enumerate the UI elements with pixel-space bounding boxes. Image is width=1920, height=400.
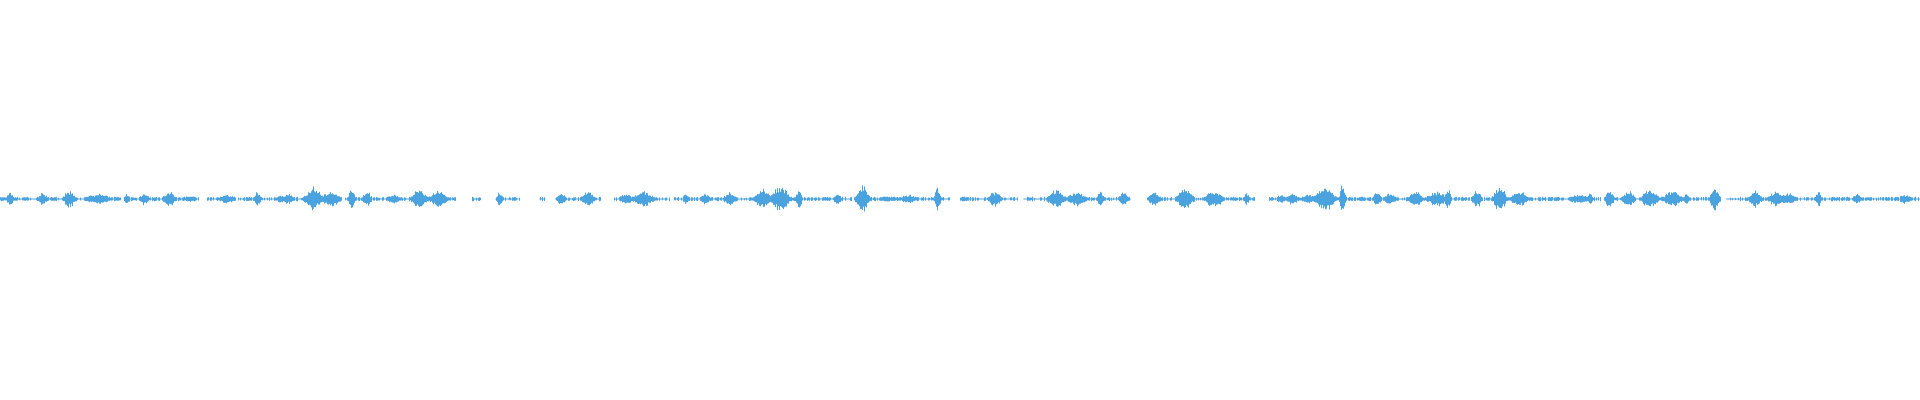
- waveform-layer: [0, 185, 1920, 212]
